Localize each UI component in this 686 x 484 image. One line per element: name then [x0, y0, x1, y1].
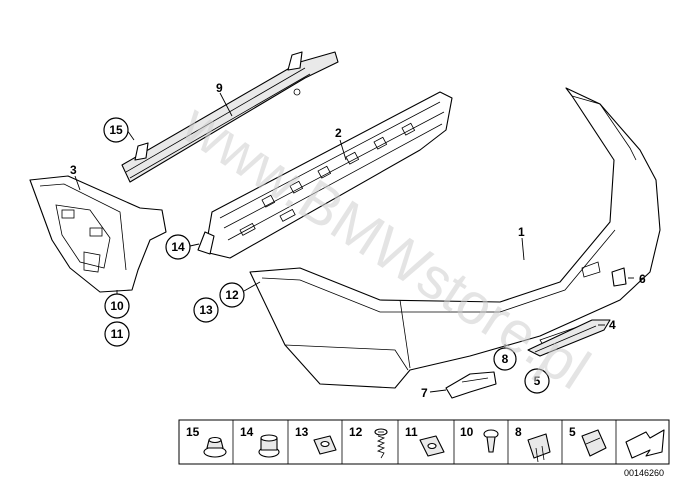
legend-cell-8: 8	[515, 425, 522, 439]
legend-cell-13: 13	[295, 425, 309, 439]
callout-10: 10	[110, 299, 124, 313]
callout-13: 13	[199, 303, 213, 317]
screw-icon	[374, 428, 388, 459]
hex-nut-icon	[258, 434, 280, 458]
callout-7: 7	[421, 386, 428, 400]
callout-8: 8	[502, 352, 509, 366]
hex-nut-flange-icon	[203, 436, 227, 458]
part-2-energy-absorber[interactable]	[204, 91, 453, 259]
callout-5-circle: 5	[524, 368, 550, 394]
callout-8-circle: 8	[493, 347, 517, 371]
callout-3: 3	[70, 163, 77, 177]
part-7-mounting-bracket[interactable]	[445, 371, 497, 399]
callout-14: 14	[171, 240, 185, 254]
legend-cell-10: 10	[460, 425, 474, 439]
part-6-cover-cap[interactable]	[611, 267, 627, 287]
callout-1: 1	[518, 225, 525, 239]
leader-lines	[74, 92, 634, 393]
callout-11: 11	[111, 327, 124, 341]
callout-11-circle: 11	[104, 321, 130, 347]
part-9-reinforcement-bar[interactable]	[121, 51, 339, 183]
part-14-bracket[interactable]	[197, 231, 215, 255]
spring-nut-icon	[313, 435, 337, 455]
callout-12: 12	[225, 288, 239, 302]
part-1-bumper-panel[interactable]	[249, 87, 661, 389]
vehicle-direction-arrow-icon	[625, 429, 665, 459]
plastic-clip-icon	[581, 429, 607, 457]
callout-13-circle: 13	[193, 297, 219, 323]
expanding-rivet-icon	[483, 429, 499, 453]
callout-15: 15	[109, 123, 123, 137]
part-4-trim-strip[interactable]	[527, 319, 611, 357]
clip-nut-icon	[419, 435, 445, 457]
legend-cell-14: 14	[240, 425, 254, 439]
callout-15-circle: 15	[103, 117, 129, 143]
callout-10-circle: 10	[104, 293, 130, 319]
retaining-clip-icon	[527, 433, 551, 463]
fasteners-legend: 15 14 13 12 11 10 8 5	[178, 419, 670, 465]
callout-2: 2	[335, 126, 342, 140]
callout-4: 4	[609, 318, 616, 332]
legend-cell-12: 12	[349, 425, 363, 439]
callout-5: 5	[534, 374, 541, 388]
legend-cell-11: 11	[405, 425, 418, 439]
callout-14-circle: 14	[165, 234, 191, 260]
callout-12-circle: 12	[219, 282, 245, 308]
callout-9: 9	[216, 81, 223, 95]
document-id: 00146260	[624, 468, 664, 478]
legend-cell-15: 15	[186, 425, 200, 439]
callout-6: 6	[639, 272, 646, 286]
part-3-side-bracket[interactable]	[29, 175, 167, 293]
legend-cell-5: 5	[569, 425, 576, 439]
